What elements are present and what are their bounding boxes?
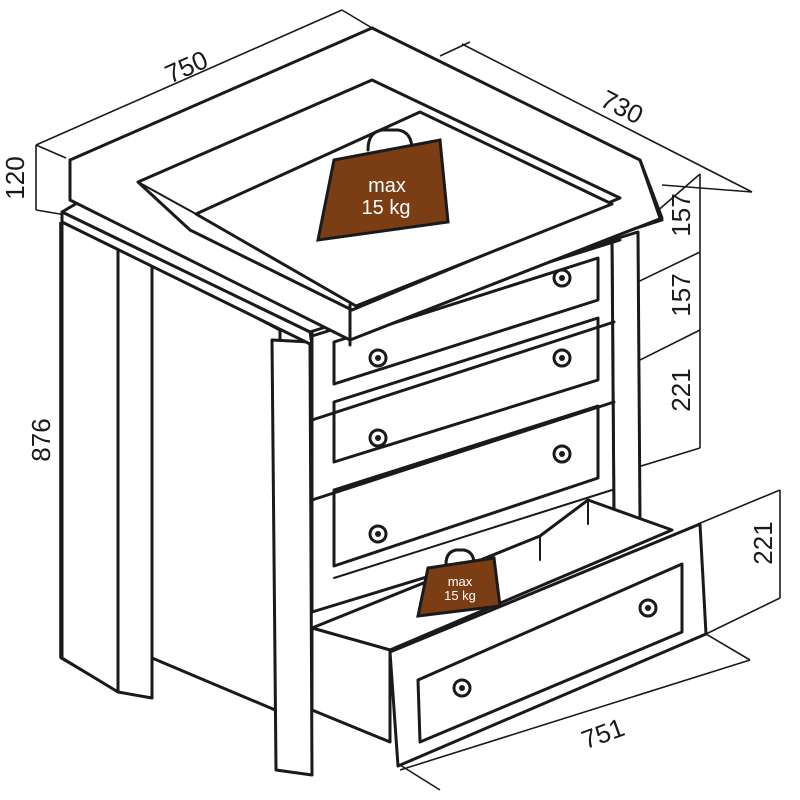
drawer-knobs [368,268,658,698]
drawer-2 [332,316,600,464]
dim-drawer2-label: 157 [666,273,696,316]
weight-top-line2: 15 kg [362,197,411,219]
dim-rim-label: 120 [0,156,30,199]
drawer-3 [332,404,600,568]
knob-icon [552,444,572,464]
weight-icon-top: max 15 kg [316,128,450,242]
dim-depth-label: 730 [596,84,648,130]
knob-icon [552,268,572,288]
knob-icon [552,348,572,368]
knob-icon [368,428,388,448]
dim-drawer1-label: 157 [666,193,696,236]
knob-icon [368,524,388,544]
weight-icon-drawer: max 15 kg [416,548,502,618]
weight-drawer-line1: max [448,574,473,589]
knob-icon [638,598,658,618]
drawer-1 [332,256,600,386]
knob-icon [368,348,388,368]
dim-width-label: 750 [160,44,212,89]
weight-drawer-line2: 15 kg [444,588,476,603]
dim-open-depth-label: 751 [577,712,628,755]
weight-body [416,556,502,618]
dim-height-label: 876 [26,418,56,461]
weight-body [316,138,450,242]
dim-open-drawer-label: 221 [748,521,778,564]
weight-top-line1: max [368,175,406,197]
dim-drawer3-label: 221 [666,368,696,411]
knob-icon [452,678,472,698]
